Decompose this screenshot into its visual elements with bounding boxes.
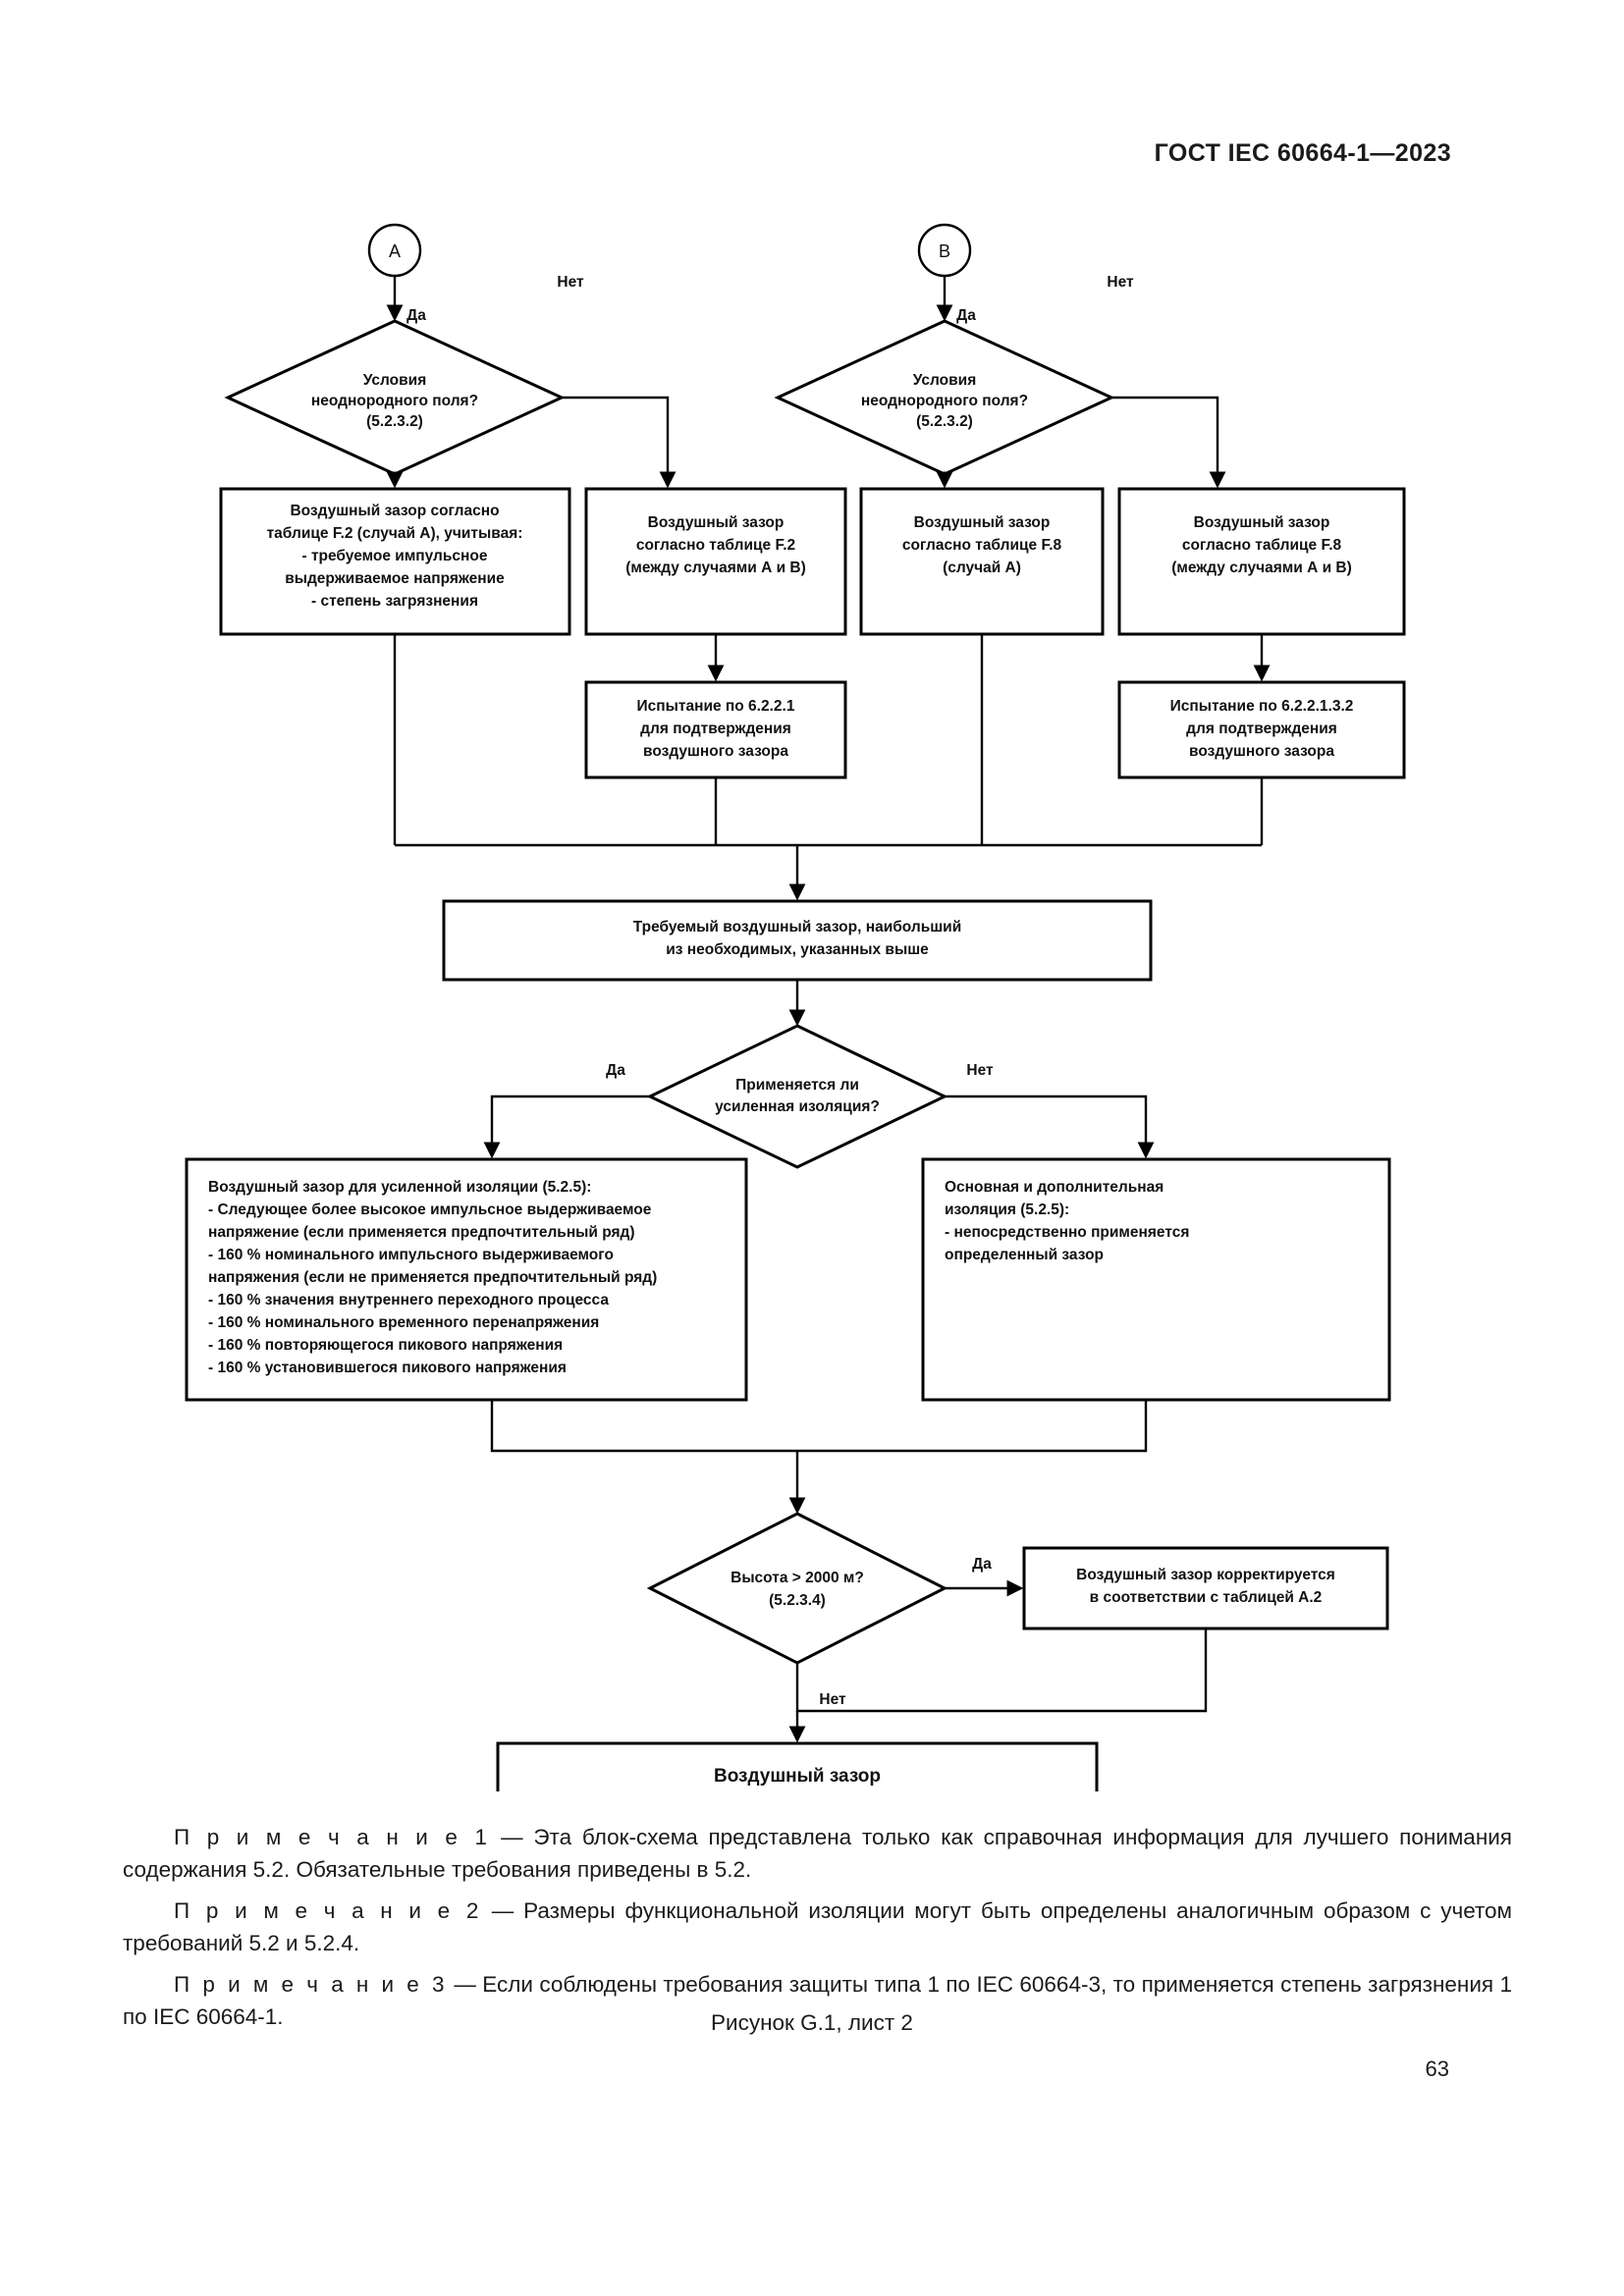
box-reinforced-line7: - 160 % номинального временного перенапр… xyxy=(208,1314,599,1331)
document-header-standard-number: ГОСТ IEC 60664-1—2023 xyxy=(1154,139,1451,167)
box-altitude-correction xyxy=(1022,1546,1389,1630)
box-required-line1: Требуемый воздушный зазор, наибольший xyxy=(633,919,962,935)
connector-circle-b-label: B xyxy=(939,241,950,261)
box-test2-line3: воздушного зазора xyxy=(1189,743,1334,760)
flowchart-figure: A B Условия неоднородного поля? (5.2.3.2… xyxy=(0,211,1624,1791)
box-f2b-line2: согласно таблице F.2 xyxy=(636,537,795,554)
box-f8a-line3: (случай А) xyxy=(943,560,1021,576)
decision-a-line1: Условия xyxy=(363,372,427,389)
box-f8b-line1: Воздушный зазор xyxy=(1194,514,1330,531)
decision-reinforced-yes-label: Да xyxy=(606,1062,625,1079)
box-f8b-line2: согласно таблице F.8 xyxy=(1182,537,1342,554)
box-clearance-table-f2-between xyxy=(584,487,847,636)
box-basic-line2: изоляция (5.2.5): xyxy=(945,1201,1069,1218)
box-clearance-table-f2-case-a xyxy=(219,487,571,636)
box-result-clearance xyxy=(496,1741,1099,1791)
box-test1-line2: для подтверждения xyxy=(640,721,791,737)
note-1-label: П р и м е ч а н и е 1 xyxy=(174,1825,491,1849)
decision-b-line1: Условия xyxy=(913,372,977,389)
decision-a-yes-label: Да xyxy=(406,307,426,324)
box-reinforced-line9: - 160 % установившегося пикового напряже… xyxy=(208,1360,567,1376)
box-reinforced-line2: - Следующее более высокое импульсное выд… xyxy=(208,1201,652,1218)
merge-bus-lower xyxy=(490,1400,1148,1453)
note-3: П р и м е ч а н и е 3 — Если соблюдены т… xyxy=(123,1968,1512,2033)
note-3-label: П р и м е ч а н и е 3 xyxy=(174,1972,448,1997)
decision-altitude-no-label: Нет xyxy=(819,1691,846,1708)
box-altitude-correction-line1: Воздушный зазор корректируется xyxy=(1076,1567,1335,1583)
box-required-line2: из необходимых, указанных выше xyxy=(666,941,929,958)
box-f2a-line5: - степень загрязнения xyxy=(311,593,478,610)
decision-a-line2: неоднородного поля? xyxy=(311,393,478,409)
box-f2a-line1: Воздушный зазор согласно xyxy=(290,503,499,519)
box-reinforced-insulation-clearance xyxy=(185,1157,748,1402)
box-basic-line3: - непосредственно применяется xyxy=(945,1224,1189,1241)
decision-altitude-line1: Высота > 2000 м? xyxy=(731,1570,864,1586)
box-basic-line4: определенный зазор xyxy=(945,1247,1104,1263)
box-f2a-line4: выдерживаемое напряжение xyxy=(285,570,505,587)
box-altitude-correction-line2: в соответствии с таблицей А.2 xyxy=(1090,1589,1323,1606)
edge-a-no xyxy=(562,396,677,489)
box-test1-line1: Испытание по 6.2.2.1 xyxy=(637,698,795,715)
figure-notes: П р и м е ч а н и е 1 — Эта блок-схема п… xyxy=(123,1821,1512,2042)
box-f2a-line2: таблице F.2 (случай А), учитывая: xyxy=(267,525,523,542)
box-f2b-line1: Воздушный зазор xyxy=(648,514,785,531)
box-test1-line3: воздушного зазора xyxy=(643,743,788,760)
edge-reinforced-yes xyxy=(483,1095,650,1159)
decision-b-yes-label: Да xyxy=(956,307,976,324)
decision-altitude xyxy=(646,1512,948,1665)
flowchart-svg: A B Условия неоднородного поля? (5.2.3.2… xyxy=(185,223,1406,1791)
box-reinforced-line6: - 160 % значения внутреннего переходного… xyxy=(208,1292,609,1308)
box-clearance-table-f8-between xyxy=(1117,487,1406,636)
edge-altitude-no-merge xyxy=(795,1629,1208,1713)
box-clearance-table-f8-case-a xyxy=(859,487,1105,636)
decision-b-line2: неоднородного поля? xyxy=(861,393,1028,409)
decision-reinforced-insulation xyxy=(646,1024,948,1169)
decision-a-no-label: Нет xyxy=(557,274,584,291)
note-2-text: — Размеры функциональной изоляции могут … xyxy=(123,1898,1513,1955)
box-basic-supplementary-insulation xyxy=(921,1157,1391,1402)
note-1: П р и м е ч а н и е 1 — Эта блок-схема п… xyxy=(123,1821,1512,1886)
box-reinforced-line8: - 160 % повторяющегося пикового напряжен… xyxy=(208,1337,563,1354)
edge-reinforced-no xyxy=(945,1095,1155,1159)
decision-reinforced-line1: Применяется ли xyxy=(735,1077,859,1094)
decision-reinforced-no-label: Нет xyxy=(966,1062,994,1079)
box-f2b-line3: (между случаями А и В) xyxy=(625,560,806,576)
box-required-clearance xyxy=(442,899,1153,982)
decision-reinforced-line2: усиленная изоляция? xyxy=(715,1098,880,1115)
note-2-label: П р и м е ч а н и е 2 xyxy=(174,1898,482,1923)
box-reinforced-line1: Воздушный зазор для усиленной изоляции (… xyxy=(208,1179,591,1196)
decision-a-line3: (5.2.3.2) xyxy=(366,413,423,430)
decision-b-no-label: Нет xyxy=(1107,274,1134,291)
box-test2-line1: Испытание по 6.2.2.1.3.2 xyxy=(1170,698,1354,715)
figure-caption: Рисунок G.1, лист 2 xyxy=(711,2010,913,2035)
box-reinforced-line3: напряжение (если применяется предпочтите… xyxy=(208,1224,635,1241)
edge-b-no xyxy=(1111,396,1226,489)
decision-b-line3: (5.2.3.2) xyxy=(916,413,973,430)
box-f2a-line3: - требуемое импульсное xyxy=(301,548,487,564)
note-1-text: — Эта блок-схема представлена только как… xyxy=(123,1825,1512,1882)
connector-circle-a-label: A xyxy=(389,241,401,261)
box-basic-line1: Основная и дополнительная xyxy=(945,1179,1164,1196)
box-result-label: Воздушный зазор xyxy=(714,1766,881,1787)
decision-altitude-line2: (5.2.3.4) xyxy=(769,1592,826,1609)
box-reinforced-line5: напряжения (если не применяется предпочт… xyxy=(208,1269,657,1286)
page-number: 63 xyxy=(1425,2056,1449,2081)
box-reinforced-line4: - 160 % номинального импульсного выдержи… xyxy=(208,1247,614,1263)
box-f8a-line2: согласно таблице F.8 xyxy=(902,537,1062,554)
box-f8a-line1: Воздушный зазор xyxy=(914,514,1051,531)
box-f8b-line3: (между случаями А и В) xyxy=(1171,560,1352,576)
box-test-6-2-2-1-3-2 xyxy=(1117,680,1406,779)
note-3-text: — Если соблюдены требования защиты типа … xyxy=(123,1972,1513,2029)
decision-altitude-yes-label: Да xyxy=(972,1556,992,1573)
box-test2-line2: для подтверждения xyxy=(1186,721,1337,737)
note-2: П р и м е ч а н и е 2 — Размеры функцион… xyxy=(123,1895,1512,1959)
